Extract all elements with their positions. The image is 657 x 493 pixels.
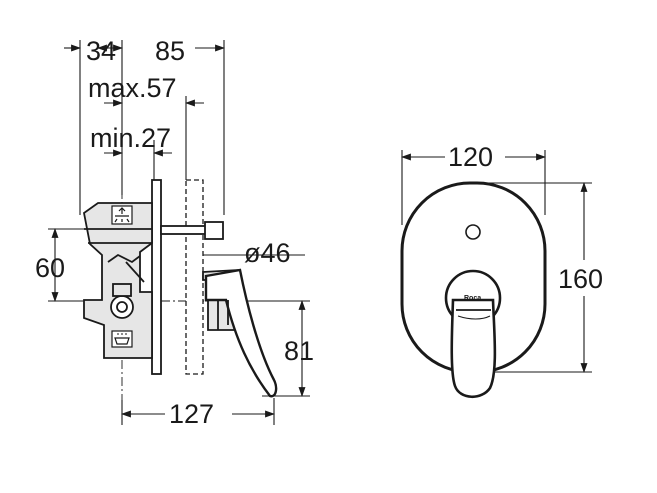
lever-side xyxy=(204,268,278,398)
side-view: 34 85 max.57 min.27 60 ø46 81 127 xyxy=(35,36,314,429)
dim-85-label: 85 xyxy=(155,36,185,66)
finishing-sleeve xyxy=(185,179,204,375)
dim-120-label: 120 xyxy=(448,142,493,172)
dim-max57-label: max.57 xyxy=(88,73,177,103)
dim-127-label: 127 xyxy=(169,399,214,429)
outlet-connection xyxy=(110,295,134,319)
lever-front xyxy=(450,298,497,399)
dim-min27-label: min.27 xyxy=(90,123,171,153)
dim-81-label: 81 xyxy=(284,336,314,366)
wall-plate xyxy=(151,179,162,375)
cap-hole xyxy=(465,224,481,240)
bath-symbol-icon xyxy=(111,330,133,348)
valve-body xyxy=(83,202,153,359)
dim-dia46-label: ø46 xyxy=(244,238,291,268)
dim-60-label: 60 xyxy=(35,253,65,283)
dim-160-label: 160 xyxy=(558,264,603,294)
spindle xyxy=(160,225,212,235)
front-view: 120 160 Roca xyxy=(400,142,603,399)
dim-34-label: 34 xyxy=(86,36,116,66)
shower-symbol-icon xyxy=(111,205,133,225)
brand-logo: Roca xyxy=(464,295,481,302)
